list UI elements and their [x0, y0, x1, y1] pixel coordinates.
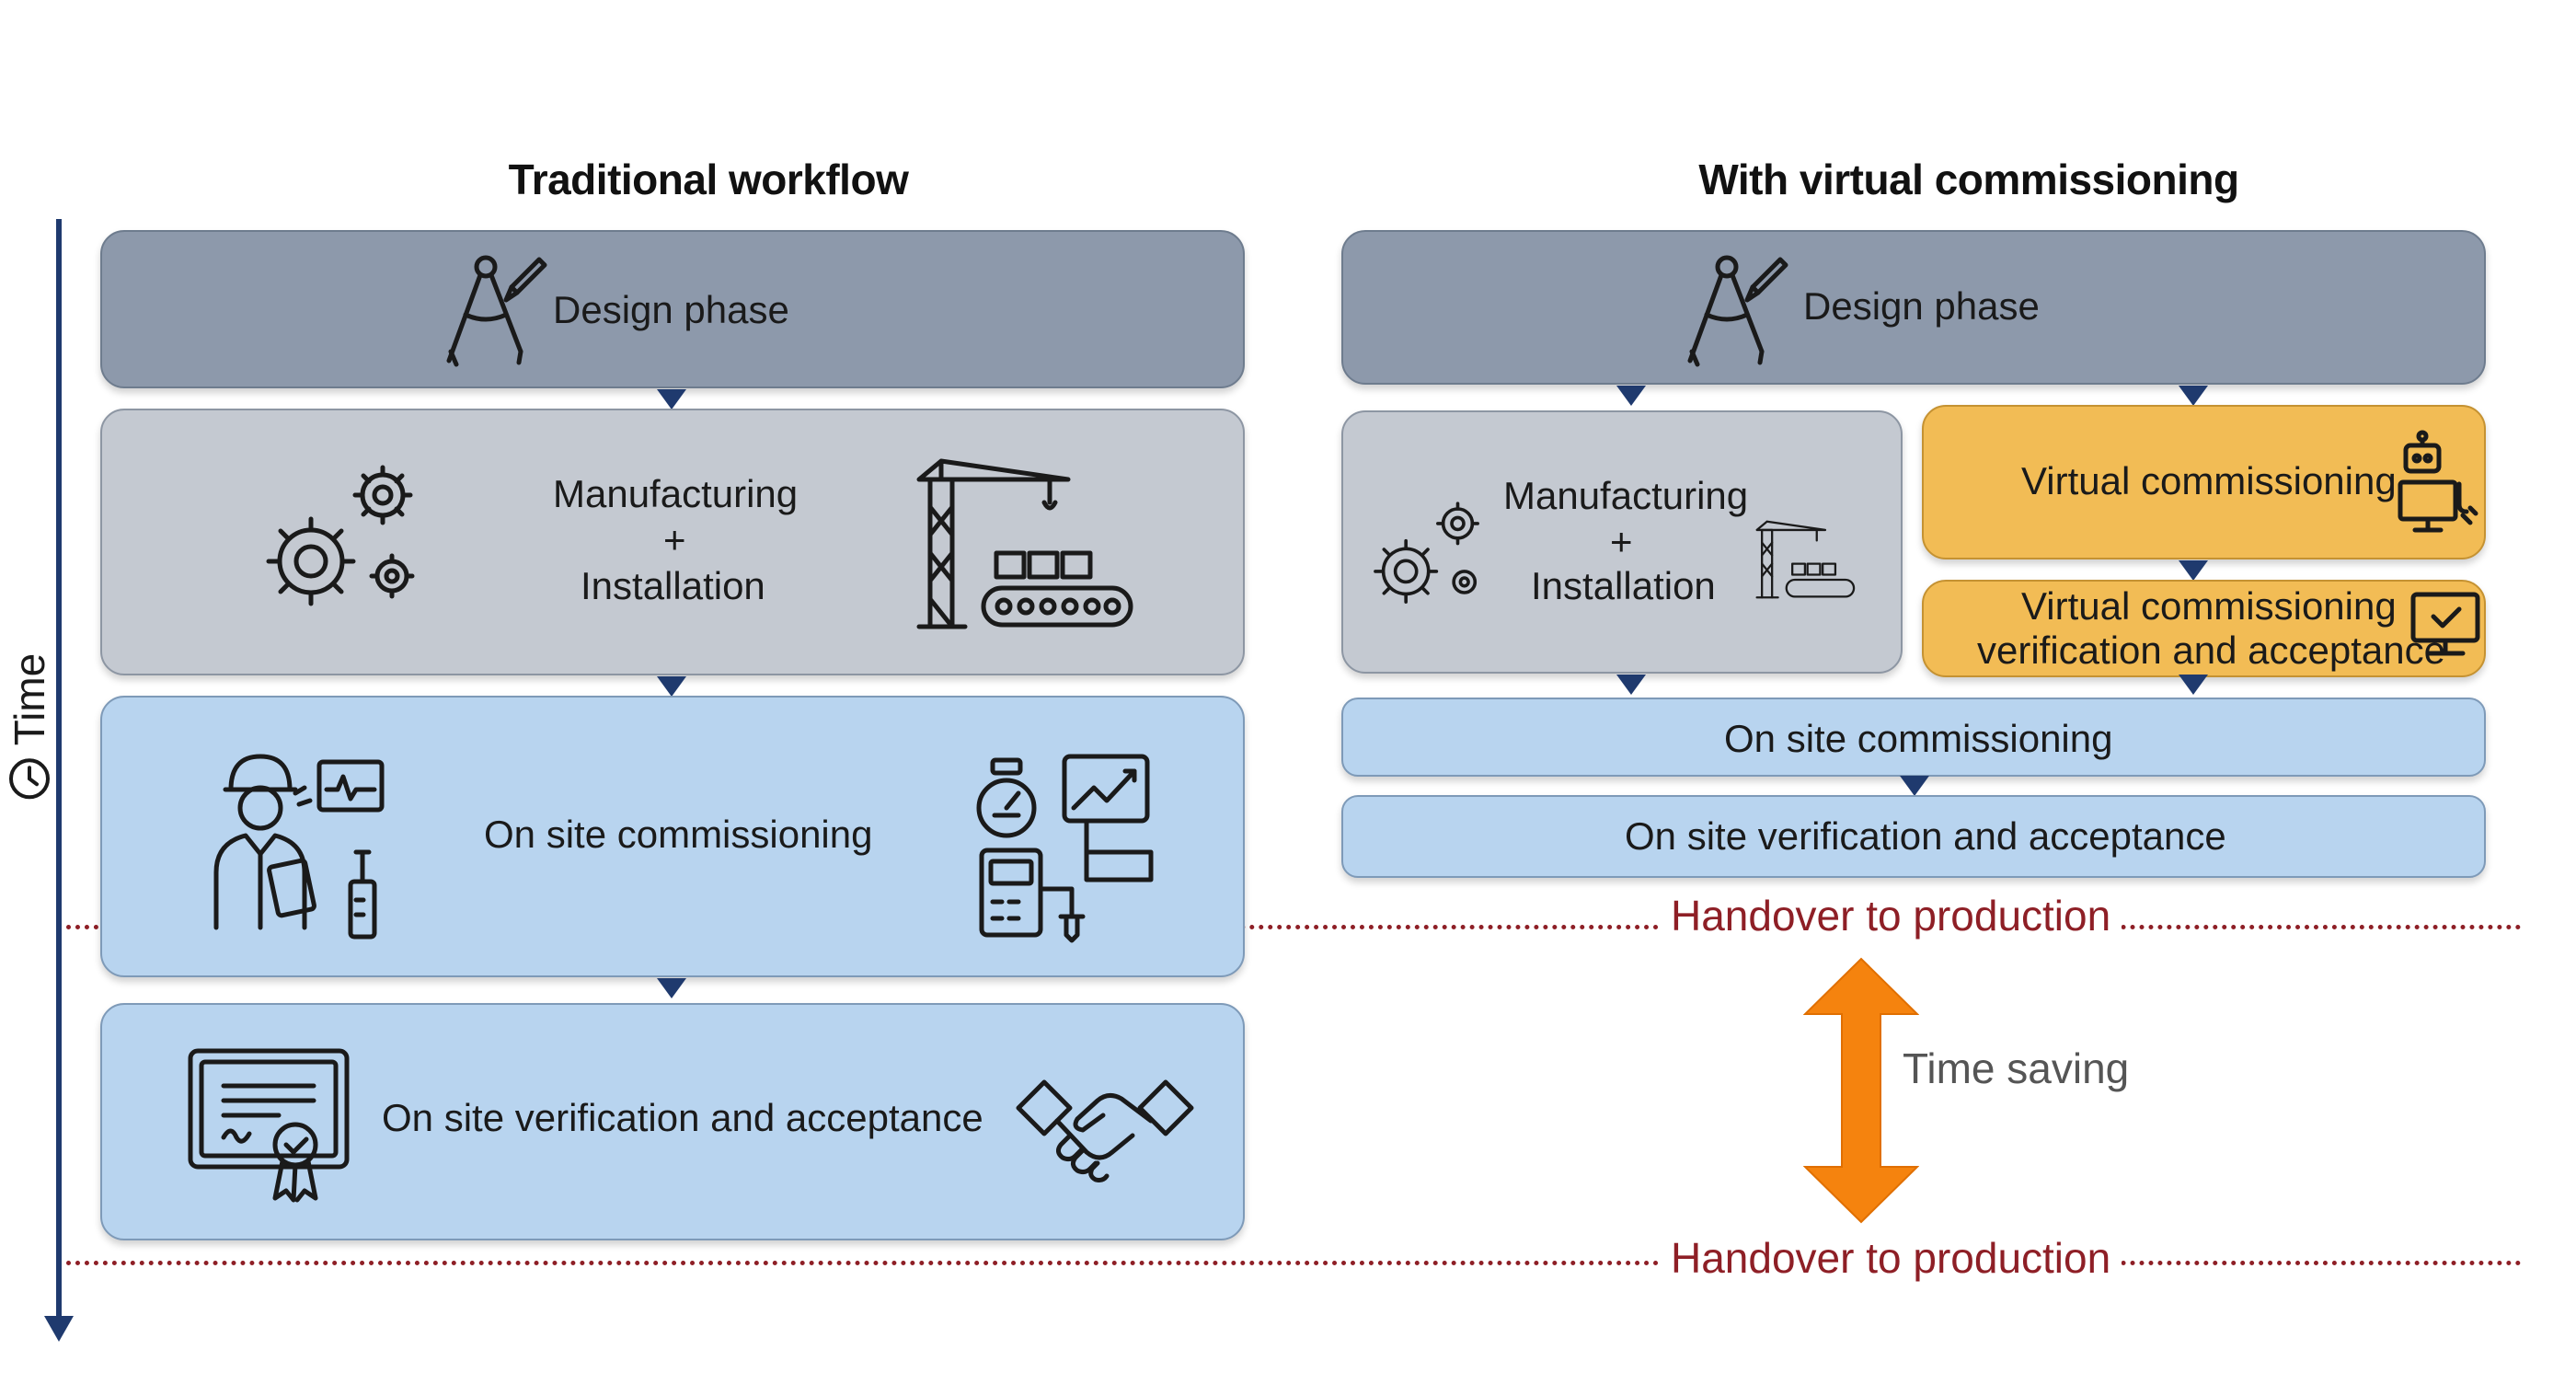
- traditional-mfg-label-2: +: [663, 518, 686, 561]
- traditional-design-label: Design phase: [553, 288, 789, 331]
- crane-conveyor-icon: [1755, 520, 1856, 599]
- clock-icon: [9, 758, 50, 800]
- time-saving-label: Time saving: [1903, 1044, 2130, 1092]
- arrow-vc-to-verify: [2179, 560, 2208, 581]
- timeline-label-group: Time: [2, 635, 57, 819]
- handover-label-early: Handover to production: [1660, 891, 2122, 940]
- arrow-vdesign-to-mfg: [1616, 386, 1646, 406]
- traditional-mfg-box: Manufacturing + Installation: [100, 409, 1245, 675]
- arrow-vmfg-to-onsite: [1616, 675, 1646, 695]
- arrow-vdesign-to-vc: [2179, 386, 2208, 406]
- gauge-chart-icon: [976, 754, 1154, 943]
- gears-icon: [266, 465, 415, 606]
- arrow-mfg-to-onsite: [657, 676, 686, 697]
- handover-label-late: Handover to production: [1660, 1233, 2122, 1283]
- gears-icon: [1374, 502, 1479, 604]
- virtual-mfg-label-2: +: [1610, 520, 1633, 563]
- drafting-compass-icon: [1687, 255, 1788, 367]
- timeline-arrowhead: [44, 1316, 74, 1342]
- handover-line-early: [66, 925, 2523, 929]
- arrow-vcverify-to-onsite: [2179, 675, 2208, 695]
- virtual-mfg-label-3: Installation: [1531, 564, 1716, 607]
- certificate-icon: [188, 1048, 350, 1203]
- timeline-axis: [56, 219, 62, 1323]
- virtual-title: With virtual commissioning: [1698, 156, 2239, 203]
- vc-box: Virtual commissioning: [1922, 405, 2486, 559]
- robot-computer-icon: [2398, 430, 2478, 533]
- handover-line-late: [66, 1261, 2523, 1265]
- virtual-design-label: Design phase: [1803, 284, 2040, 328]
- traditional-verification-label: On site verification and acceptance: [382, 1096, 983, 1139]
- virtual-verification-box: On site verification and acceptance: [1341, 795, 2486, 878]
- vc-verification-label-1: Virtual commissioning: [2021, 584, 2397, 628]
- virtual-mfg-box: Manufacturing + Installation: [1341, 410, 1903, 674]
- traditional-verification-box: On site verification and acceptance: [100, 1003, 1245, 1240]
- handshake-icon: [1016, 1079, 1194, 1182]
- virtual-verification-label: On site verification and acceptance: [1625, 814, 2226, 858]
- crane-conveyor-icon: [916, 458, 1133, 629]
- arrow-vonsite-to-verification: [1900, 776, 1929, 796]
- virtual-mfg-label-1: Manufacturing: [1503, 474, 1749, 517]
- virtual-design-box: Design phase: [1341, 230, 2486, 385]
- traditional-design-box: Design phase: [100, 230, 1245, 388]
- arrow-design-to-mfg: [657, 389, 686, 409]
- virtual-onsite-commissioning-label: On site commissioning: [1724, 717, 2113, 760]
- vc-verification-box: Virtual commissioning verification and a…: [1922, 580, 2486, 677]
- time-saving-arrow: [1803, 957, 1919, 1224]
- timeline-label: Time: [6, 652, 53, 746]
- drafting-compass-icon: [446, 255, 547, 367]
- virtual-onsite-commissioning-box: On site commissioning: [1341, 698, 2486, 777]
- traditional-onsite-commissioning-label: On site commissioning: [484, 813, 873, 856]
- arrow-onsite-to-verification: [657, 978, 686, 998]
- traditional-title: Traditional workflow: [508, 156, 909, 203]
- traditional-mfg-label-1: Manufacturing: [553, 472, 799, 515]
- engineer-tablet-icon: [213, 754, 385, 940]
- traditional-mfg-label-3: Installation: [581, 564, 765, 607]
- vc-verification-label-2: verification and acceptance: [1977, 629, 2445, 672]
- vc-label: Virtual commissioning: [2021, 459, 2397, 502]
- traditional-onsite-commissioning-box: On site commissioning: [100, 696, 1245, 977]
- monitor-check-icon: [2410, 592, 2480, 656]
